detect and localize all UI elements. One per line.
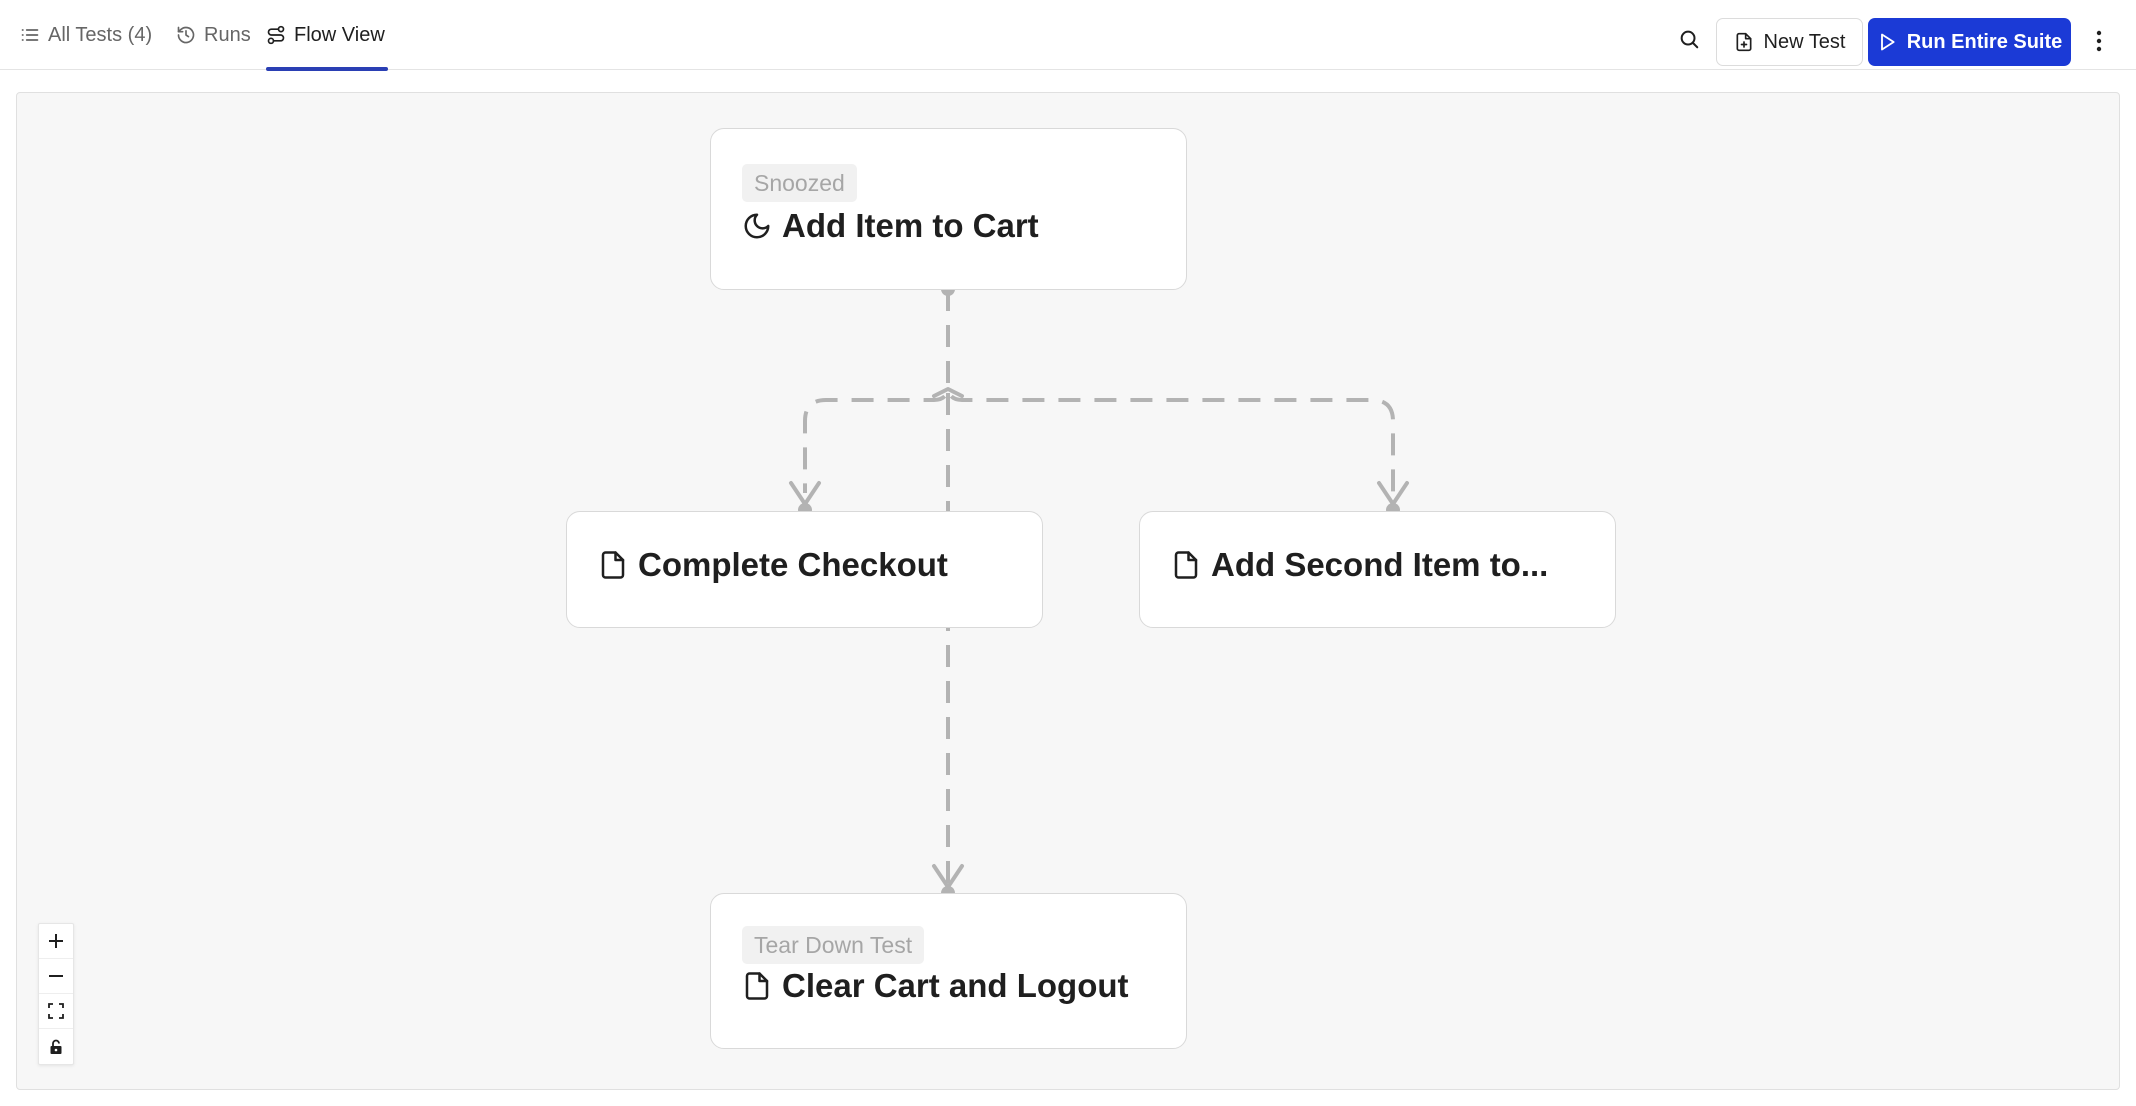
zoom-out-button[interactable] bbox=[39, 959, 73, 994]
more-menu-button[interactable] bbox=[2085, 24, 2113, 58]
new-test-button[interactable]: New Test bbox=[1716, 18, 1863, 66]
node-title-label: Add Item to Cart bbox=[782, 207, 1039, 244]
zoom-in-icon bbox=[49, 934, 63, 948]
node-title-label: Clear Cart and Logout bbox=[782, 967, 1129, 1004]
node-title: Add Second Item to... bbox=[1171, 546, 1548, 584]
flow-icon bbox=[267, 25, 285, 45]
lock-button[interactable] bbox=[39, 1029, 73, 1064]
node-title: Complete Checkout bbox=[598, 546, 948, 584]
run-entire-suite-button[interactable]: Run Entire Suite bbox=[1868, 18, 2071, 66]
arrowhead-junction bbox=[932, 387, 964, 398]
node-title-label: Complete Checkout bbox=[638, 546, 948, 583]
search-button[interactable] bbox=[1672, 22, 1706, 56]
status-badge-snoozed: Snoozed bbox=[742, 164, 857, 202]
flow-node-clear-cart-and-logout[interactable]: Tear Down Test Clear Cart and Logout bbox=[710, 893, 1187, 1049]
lock-icon bbox=[50, 1039, 62, 1054]
new-test-label: New Test bbox=[1763, 30, 1846, 53]
zoom-in-button[interactable] bbox=[39, 924, 73, 959]
flow-canvas[interactable]: Snoozed Add Item to Cart Complete Checko… bbox=[16, 92, 2120, 1090]
kebab-menu-icon bbox=[2096, 30, 2102, 52]
list-icon bbox=[21, 29, 39, 41]
node-title: Clear Cart and Logout bbox=[742, 967, 1129, 1005]
run-entire-suite-label: Run Entire Suite bbox=[1906, 30, 2063, 53]
file-icon bbox=[601, 551, 625, 579]
node-title: Add Item to Cart bbox=[742, 207, 1039, 245]
file-icon bbox=[745, 972, 769, 1000]
edge-root-to-checkout bbox=[803, 289, 950, 493]
tab-runs-label: Runs bbox=[204, 23, 251, 46]
node-title-label: Add Second Item to... bbox=[1211, 546, 1549, 583]
tab-flow-view[interactable]: Flow View bbox=[266, 0, 388, 71]
file-plus-icon bbox=[1736, 32, 1752, 52]
history-icon bbox=[177, 26, 195, 44]
tab-all-tests[interactable]: All Tests (4) bbox=[20, 0, 152, 70]
flow-node-add-second-item[interactable]: Add Second Item to... bbox=[1139, 511, 1616, 628]
canvas-controls bbox=[38, 923, 74, 1065]
play-icon bbox=[1880, 33, 1895, 51]
search-icon bbox=[1680, 30, 1699, 49]
tab-flow-view-label: Flow View bbox=[294, 23, 385, 46]
zoom-out-icon bbox=[49, 975, 63, 977]
tab-all-tests-label: All Tests (4) bbox=[48, 23, 153, 46]
edge-root-to-second-item bbox=[946, 289, 1395, 493]
file-icon bbox=[1174, 551, 1198, 579]
status-badge-tear-down: Tear Down Test bbox=[742, 926, 925, 964]
flow-node-complete-checkout[interactable]: Complete Checkout bbox=[566, 511, 1043, 628]
fit-view-icon bbox=[48, 1003, 64, 1019]
flow-node-add-item-to-cart[interactable]: Snoozed Add Item to Cart bbox=[710, 128, 1187, 290]
top-bar: All Tests (4) Runs Flow View New Test Ru… bbox=[0, 0, 2136, 71]
moon-icon bbox=[744, 213, 770, 239]
fit-view-button[interactable] bbox=[39, 994, 73, 1029]
tab-runs[interactable]: Runs bbox=[176, 0, 251, 70]
